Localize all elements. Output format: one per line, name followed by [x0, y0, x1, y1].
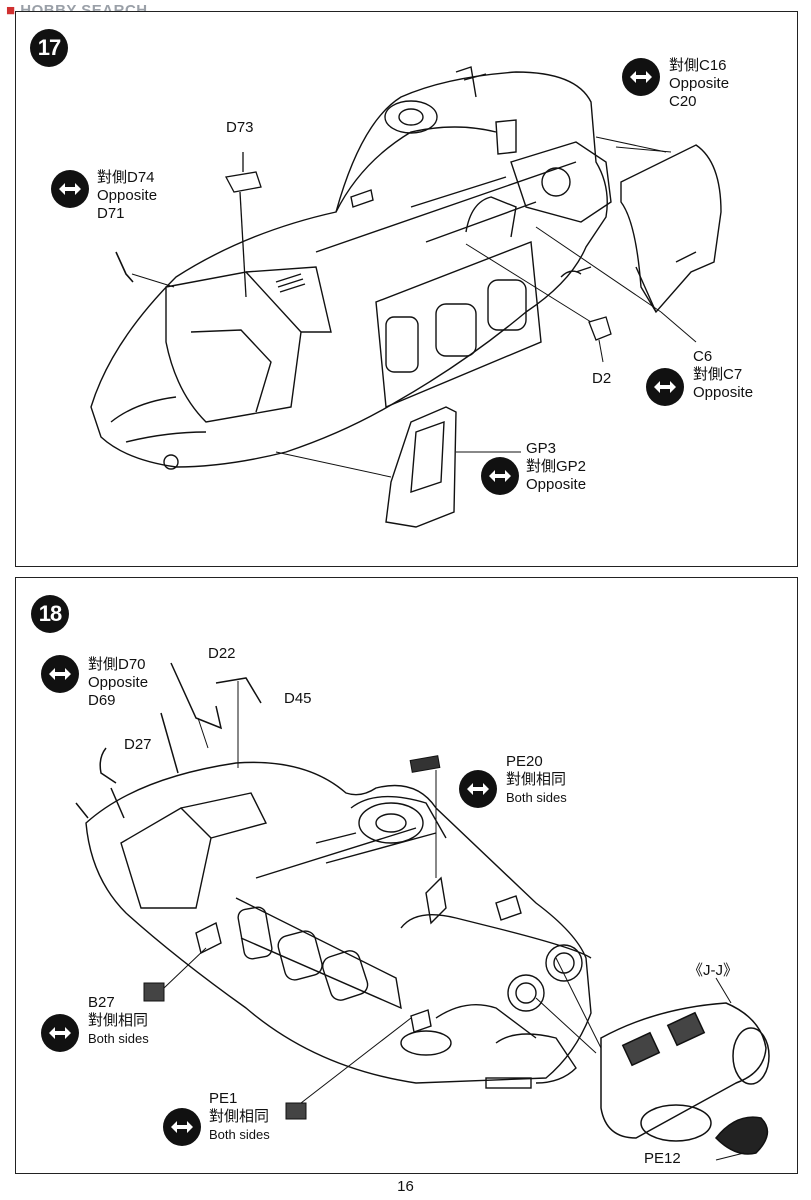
step-18-number: 18 — [31, 595, 69, 633]
callout-pe12: PE12 — [644, 1150, 681, 1167]
callout-d2: D2 — [592, 370, 612, 387]
step-18-panel: 18 — [15, 577, 798, 1174]
swap-arrow-icon — [41, 655, 79, 693]
swap-arrow-icon — [622, 58, 660, 96]
step-17-number: 17 — [30, 29, 68, 67]
step-17-helicopter-drawing — [90, 66, 722, 528]
swap-arrow-icon — [163, 1108, 201, 1146]
step-18-helicopter-drawing — [75, 662, 770, 1161]
swap-arrow-icon — [459, 770, 497, 808]
swap-arrow-icon — [51, 170, 89, 208]
callout-d27: D27 — [124, 736, 152, 753]
callout-d73: D73 — [226, 119, 254, 136]
section-label-jj: 《J-J》 — [688, 962, 738, 979]
swap-arrow-icon — [41, 1014, 79, 1052]
swap-arrow-icon — [481, 457, 519, 495]
page-number: 16 — [397, 1178, 414, 1195]
swap-arrow-icon — [646, 368, 684, 406]
callout-d45: D45 — [284, 690, 312, 707]
callout-d22: D22 — [208, 645, 236, 662]
step-17-panel: 17 — [15, 11, 798, 567]
